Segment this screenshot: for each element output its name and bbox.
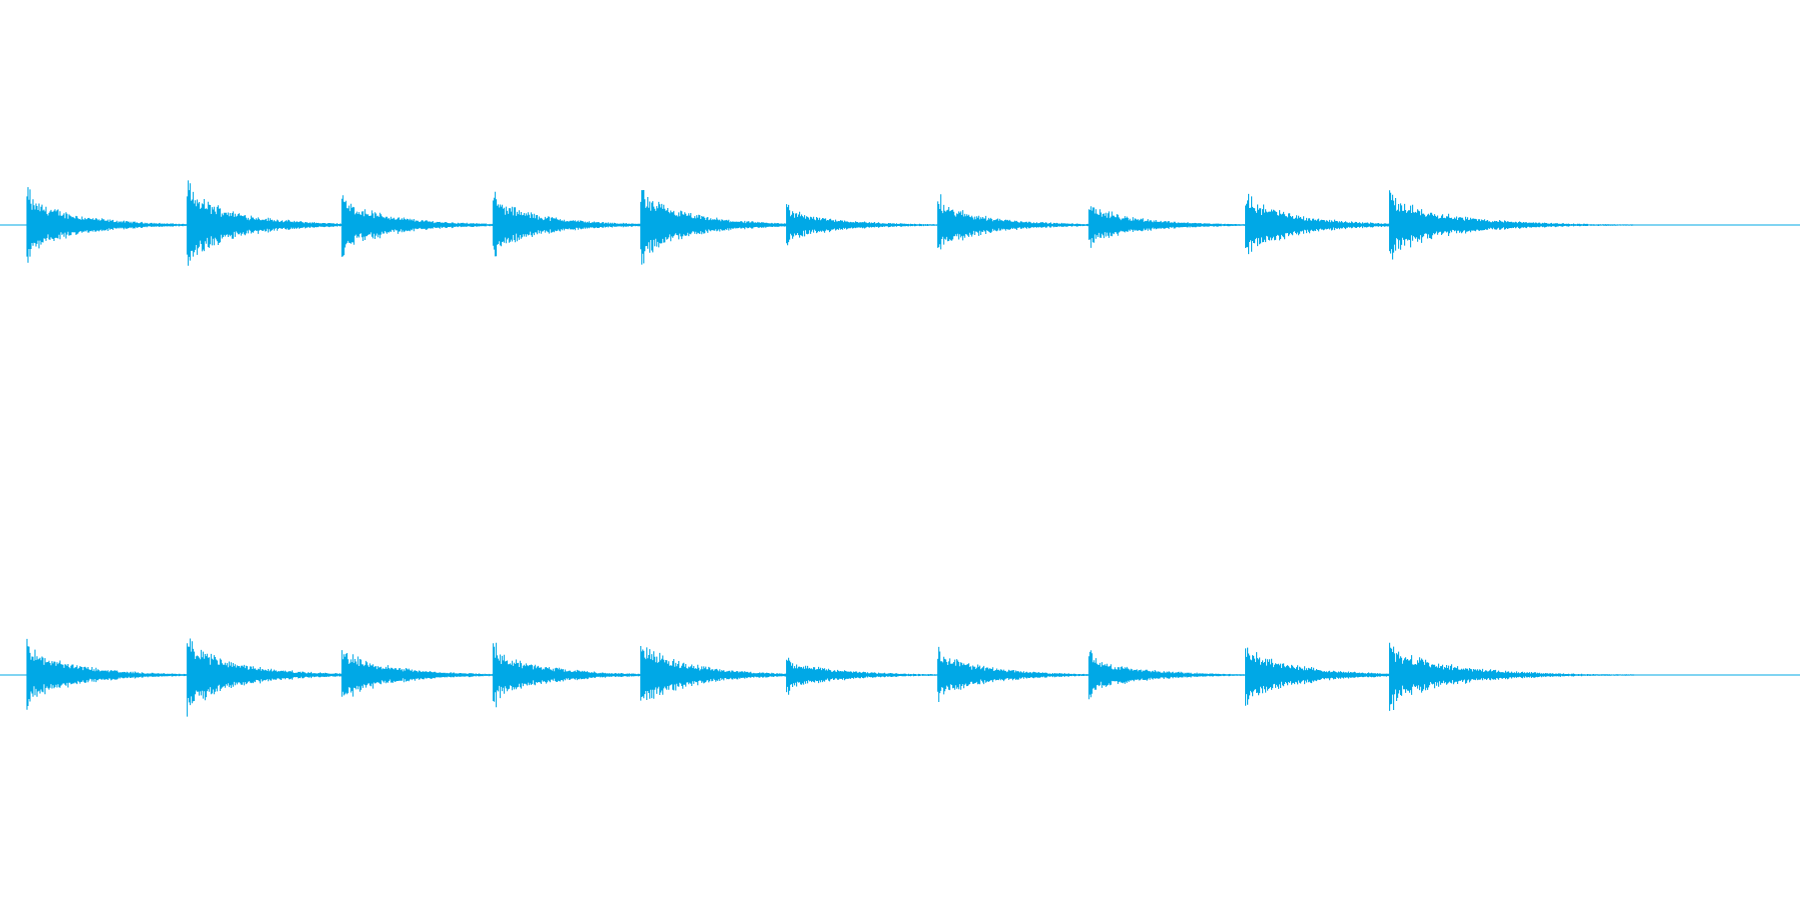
channel-top-waveform [0,180,1800,266]
waveform-hit-10 [1389,642,1635,711]
waveform-hit-10 [1389,190,1635,260]
channel-bottom-waveform [0,638,1800,717]
